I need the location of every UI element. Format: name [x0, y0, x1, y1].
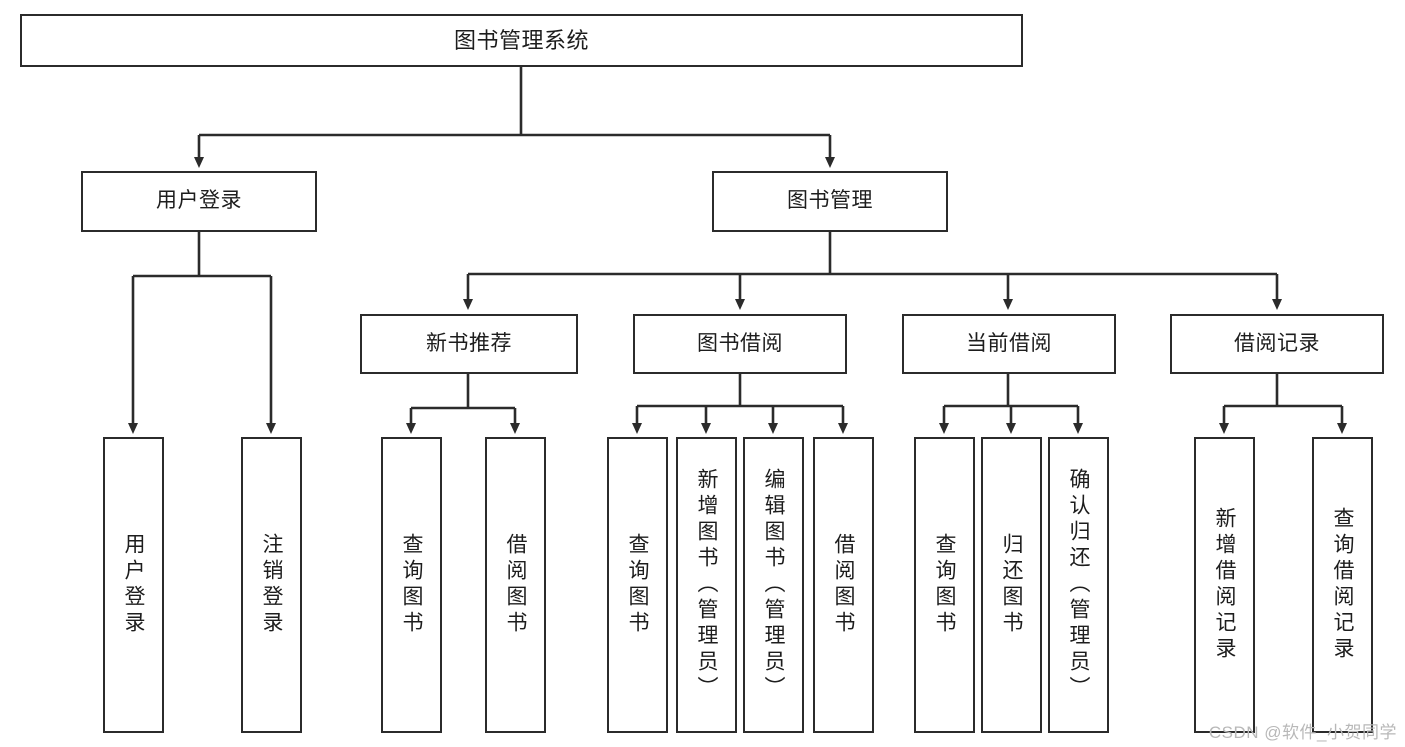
node-label: 用户登录	[122, 533, 145, 637]
node-user-login[interactable]: 用户登录	[81, 171, 317, 232]
node-label: 用户登录	[156, 189, 242, 213]
node-label: 新增图书（管理员）	[695, 468, 718, 702]
node-label: 注销登录	[260, 533, 283, 637]
node-book-borrow[interactable]: 图书借阅	[633, 314, 847, 374]
node-label: 查询图书	[626, 533, 649, 637]
node-label: 图书管理	[787, 189, 873, 213]
leaf-borrow-edit-book-admin[interactable]: 编辑图书（管理员）	[743, 437, 804, 733]
node-label: 借阅图书	[832, 533, 855, 637]
node-label: 借阅图书	[504, 533, 527, 637]
node-label: 查询图书	[933, 533, 956, 637]
leaf-borrow-borrow-book[interactable]: 借阅图书	[813, 437, 874, 733]
node-label: 确认归还（管理员）	[1067, 468, 1090, 702]
node-book-management[interactable]: 图书管理	[712, 171, 948, 232]
node-label: 查询借阅记录	[1331, 507, 1354, 663]
csdn-watermark: CSDN @软件_小贺同学	[1208, 723, 1397, 742]
leaf-recommend-query-book[interactable]: 查询图书	[381, 437, 442, 733]
node-borrow-record[interactable]: 借阅记录	[1170, 314, 1384, 374]
node-book-management-system[interactable]: 图书管理系统	[20, 14, 1023, 67]
node-label: 查询图书	[400, 533, 423, 637]
leaf-current-return-book[interactable]: 归还图书	[981, 437, 1042, 733]
leaf-borrow-query-book[interactable]: 查询图书	[607, 437, 668, 733]
leaf-record-query-record[interactable]: 查询借阅记录	[1312, 437, 1373, 733]
node-label: 新增借阅记录	[1213, 507, 1236, 663]
node-label: 图书管理系统	[453, 27, 589, 53]
leaf-user-login-signin[interactable]: 用户登录	[103, 437, 164, 733]
node-label: 编辑图书（管理员）	[762, 468, 785, 702]
node-label: 新书推荐	[426, 331, 512, 355]
leaf-current-confirm-return-admin[interactable]: 确认归还（管理员）	[1048, 437, 1109, 733]
node-label: 当前借阅	[966, 331, 1052, 355]
leaf-user-login-logout[interactable]: 注销登录	[241, 437, 302, 733]
leaf-record-add-record[interactable]: 新增借阅记录	[1194, 437, 1255, 733]
node-new-book-recommend[interactable]: 新书推荐	[360, 314, 578, 374]
leaf-recommend-borrow-book[interactable]: 借阅图书	[485, 437, 546, 733]
node-label: 借阅记录	[1234, 331, 1320, 355]
node-label: 图书借阅	[697, 331, 783, 355]
leaf-current-query-book[interactable]: 查询图书	[914, 437, 975, 733]
leaf-borrow-add-book-admin[interactable]: 新增图书（管理员）	[676, 437, 737, 733]
node-current-borrow[interactable]: 当前借阅	[902, 314, 1116, 374]
node-label: 归还图书	[1000, 533, 1023, 637]
